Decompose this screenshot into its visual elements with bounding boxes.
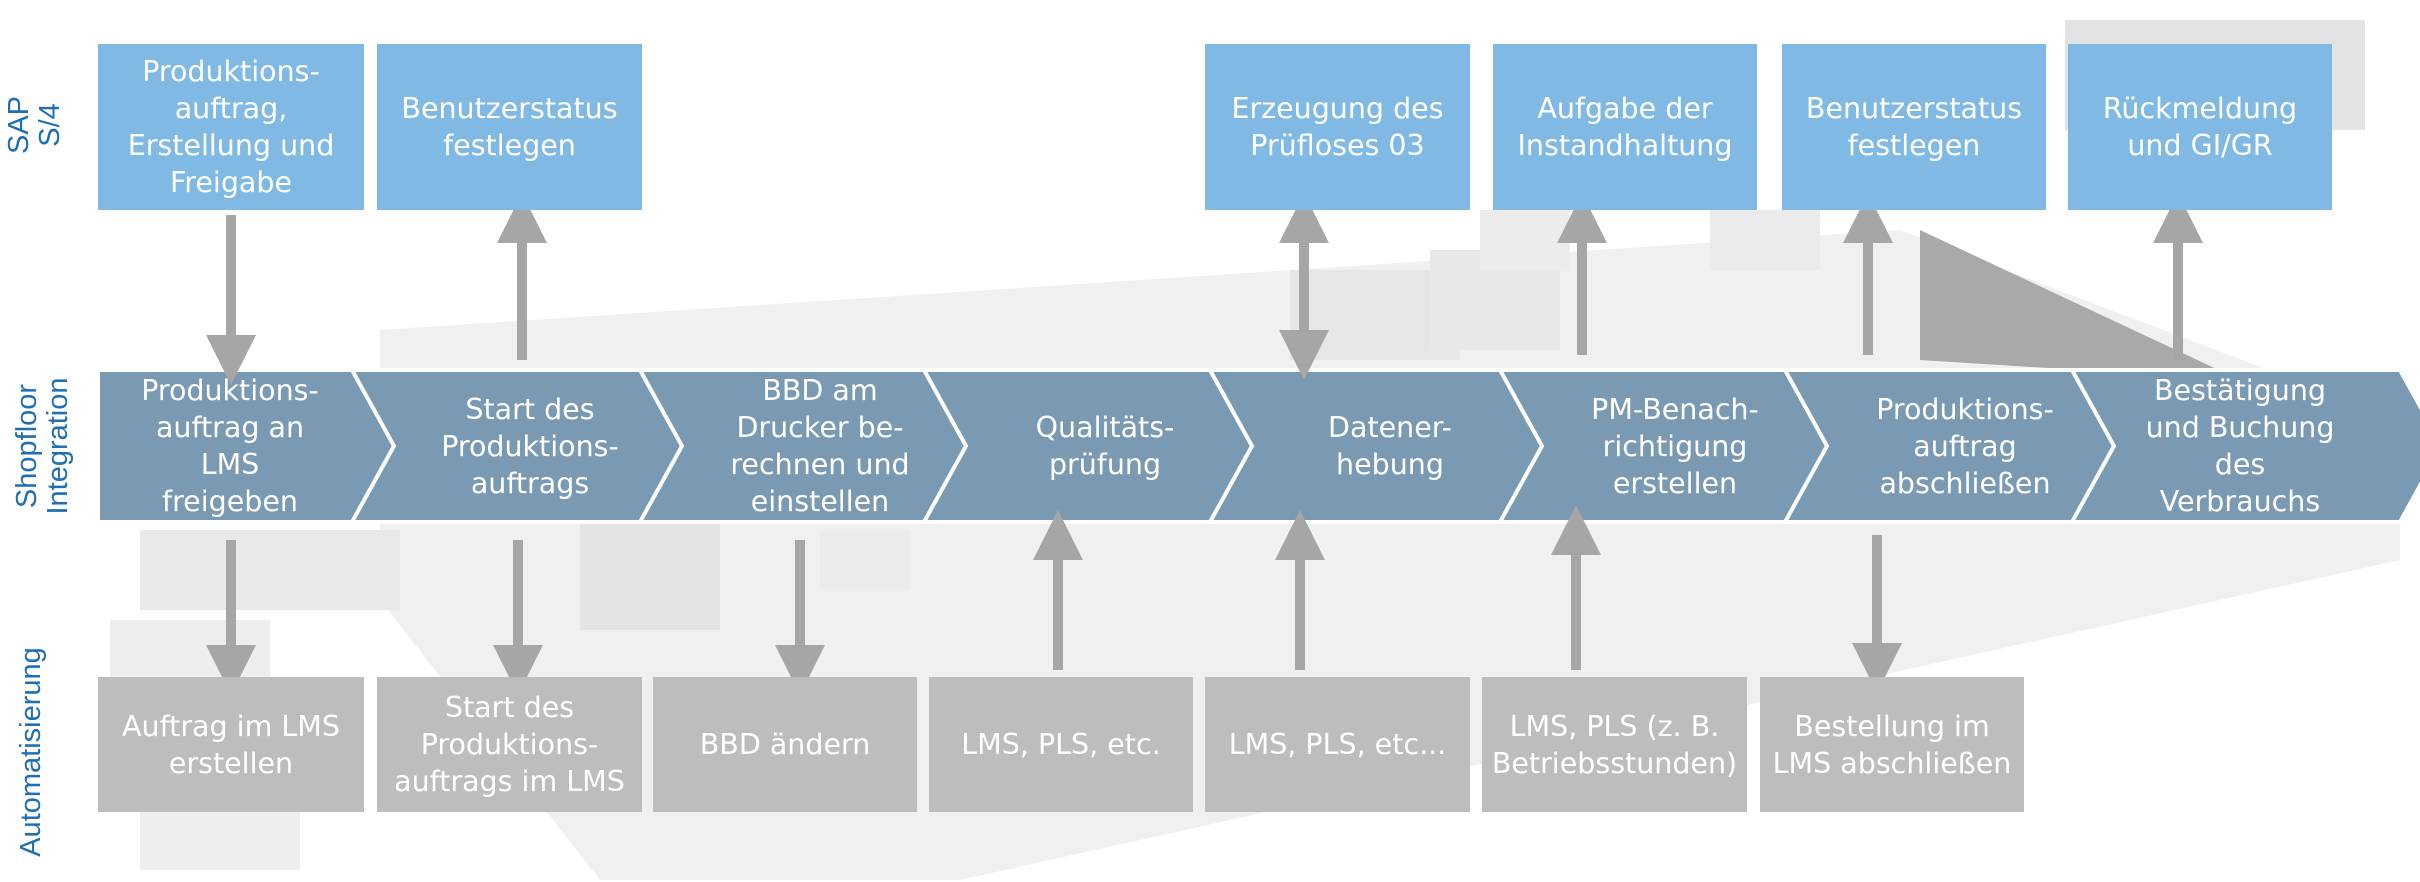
sap-box-production-order: Produktions- auftrag, Erstellung und Fre…	[98, 44, 364, 210]
process-chevron	[2068, 368, 2420, 524]
process-step-bbd-printer: BBD am Drucker be- rechnen und einstelle…	[730, 374, 910, 518]
sap-box-maintenance-task: Aufgabe der Instandhaltung	[1493, 44, 1757, 210]
auto-box-close-order-lms: Bestellung im LMS abschließen	[1760, 677, 2024, 812]
process-step-data-collection: Datener- hebung	[1328, 411, 1452, 481]
auto-box-lms-pls-1: LMS, PLS, etc.	[929, 677, 1193, 812]
auto-box-start-order-lms: Start des Produktions- auftrags im LMS	[377, 677, 642, 812]
process-step-release-order: Produktions- auftrag an LMS freigeben	[141, 374, 319, 518]
row-label-shopfloor: Shopfloor Integration	[11, 377, 74, 515]
auto-box-change-bbd: BBD ändern	[653, 677, 917, 812]
row-label-automation: Automatisierung	[15, 647, 47, 857]
sap-box-user-status-2: Benutzerstatus festlegen	[1782, 44, 2046, 210]
process-step-close-order: Produktions- auftrag abschließen	[1876, 392, 2054, 500]
sap-box-inspection-lot: Erzeugung des Prüfloses 03	[1205, 44, 1470, 210]
auto-box-lms-pls-operating-hours: LMS, PLS (z. B. Betriebsstunden)	[1482, 677, 1747, 812]
auto-box-create-order: Auftrag im LMS erstellen	[98, 677, 364, 812]
row-label-sap: SAP S/4	[3, 95, 66, 155]
process-step-pm-notification: PM-Benach- richtigung erstellen	[1591, 392, 1759, 500]
sap-box-user-status-1: Benutzerstatus festlegen	[377, 44, 642, 210]
process-step-quality-check: Qualitäts- prüfung	[1035, 411, 1175, 481]
process-step-start-order: Start des Produktions- auftrags	[441, 392, 619, 500]
sap-box-confirmation: Rückmeldung und GI/GR	[2068, 44, 2332, 210]
process-step-confirmation-booking: Bestätigung und Buchung des Verbrauchs	[2145, 374, 2335, 518]
auto-box-lms-pls-2: LMS, PLS, etc...	[1205, 677, 1470, 812]
